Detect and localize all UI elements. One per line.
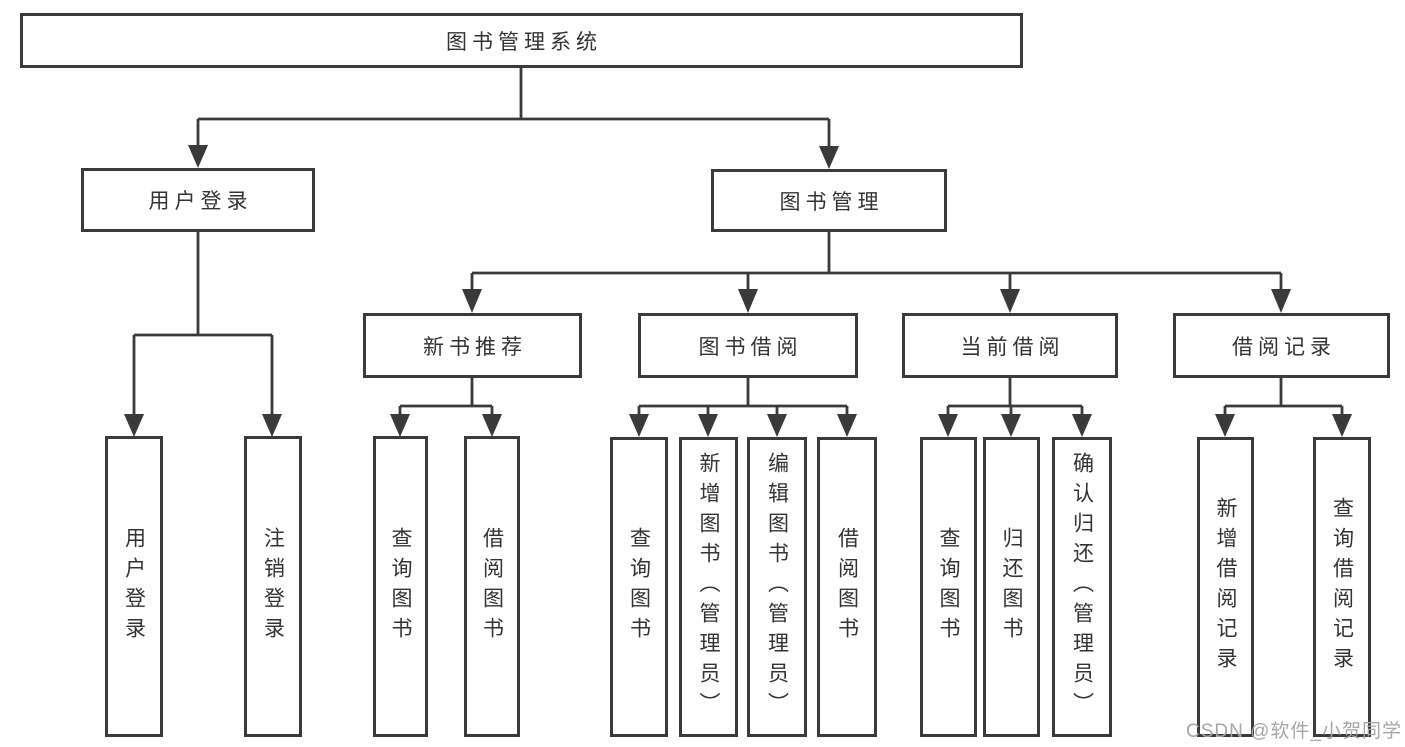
node-confirm-return-admin: 确认归还（管理员）	[1052, 437, 1112, 737]
node-book-management: 图书管理	[711, 169, 947, 232]
node-query-books-borrowing: 查询图书	[610, 437, 668, 737]
node-user-login-leaf: 用户登录	[105, 436, 163, 737]
node-user-login-label: 用户登录	[148, 190, 253, 213]
node-return-books: 归还图书	[983, 437, 1040, 737]
node-borrow-books-recommend-label: 借阅图书	[480, 526, 504, 647]
node-add-books-admin: 新增图书（管理员）	[679, 437, 738, 737]
node-borrow-books-recommend: 借阅图书	[464, 436, 520, 737]
node-logout-label: 注销登录	[261, 526, 285, 647]
node-borrowing-records-label: 借阅记录	[1232, 335, 1336, 359]
node-edit-books-admin-label: 编辑图书（管理员）	[765, 452, 789, 722]
node-query-books-current: 查询图书	[920, 437, 977, 737]
node-borrowing-records: 借阅记录	[1173, 313, 1390, 378]
node-logout: 注销登录	[244, 436, 302, 737]
node-new-book-recommend: 新书推荐	[363, 313, 582, 378]
node-borrow-books-borrowing-label: 借阅图书	[835, 527, 859, 647]
csdn-watermark: CSDN @软件_小贺同学	[1186, 721, 1402, 742]
node-root-label: 图书管理系统	[446, 30, 602, 54]
node-query-books-recommend: 查询图书	[373, 436, 428, 737]
node-query-borrow-record-label: 查询借阅记录	[1330, 497, 1354, 677]
node-root: 图书管理系统	[20, 13, 1023, 68]
node-add-books-admin-label: 新增图书（管理员）	[697, 452, 720, 722]
node-current-borrowing: 当前借阅	[902, 313, 1118, 378]
node-edit-books-admin: 编辑图书（管理员）	[747, 437, 807, 737]
node-query-books-borrowing-label: 查询图书	[627, 527, 651, 647]
node-book-management-label: 图书管理	[779, 190, 884, 214]
node-add-borrow-record: 新增借阅记录	[1197, 437, 1254, 737]
node-book-borrowing: 图书借阅	[638, 313, 858, 378]
node-query-books-recommend-label: 查询图书	[389, 526, 412, 647]
node-query-books-current-label: 查询图书	[937, 527, 960, 647]
node-new-book-recommend-label: 新书推荐	[423, 335, 527, 359]
node-user-login-leaf-label: 用户登录	[122, 526, 146, 647]
node-book-borrowing-label: 图书借阅	[698, 335, 803, 359]
node-confirm-return-admin-label: 确认归还（管理员）	[1070, 452, 1094, 722]
node-return-books-label: 归还图书	[1000, 527, 1023, 647]
node-user-login: 用户登录	[81, 168, 315, 232]
node-query-borrow-record: 查询借阅记录	[1313, 437, 1371, 737]
node-borrow-books-borrowing: 借阅图书	[817, 437, 877, 737]
node-current-borrowing-label: 当前借阅	[960, 335, 1065, 359]
node-add-borrow-record-label: 新增借阅记录	[1214, 497, 1237, 677]
